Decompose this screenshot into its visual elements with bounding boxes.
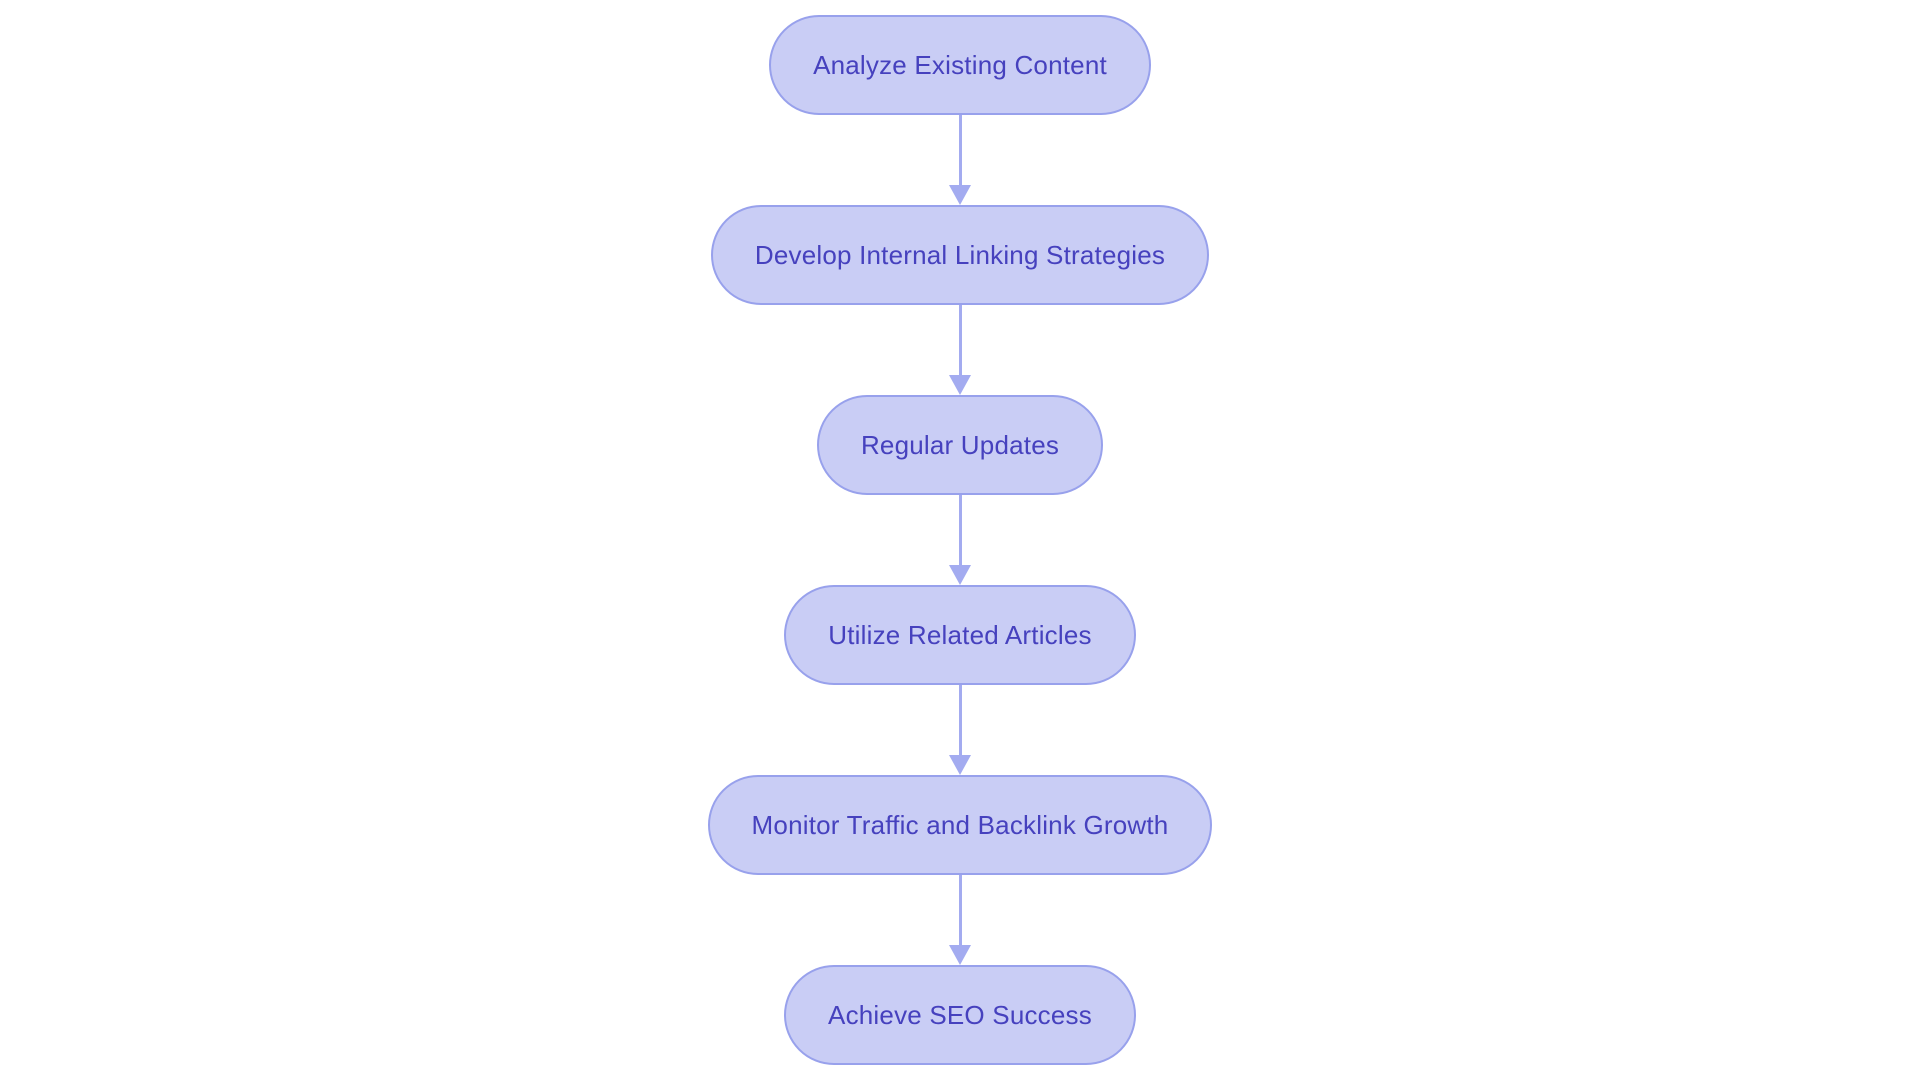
flow-node-label: Monitor Traffic and Backlink Growth <box>751 809 1169 840</box>
arrow-connector <box>948 685 972 775</box>
arrow-line <box>958 115 962 185</box>
arrow-connector <box>948 115 972 205</box>
arrow-line <box>958 685 962 755</box>
arrow-connector <box>948 495 972 585</box>
arrow-head-icon <box>949 755 971 775</box>
arrow-connector <box>948 305 972 395</box>
arrow-line <box>958 305 962 375</box>
arrow-connector <box>948 875 972 965</box>
arrow-line <box>958 875 962 945</box>
flow-node-label: Utilize Related Articles <box>828 619 1092 650</box>
flow-node-monitor-traffic-and-backlink-growth: Monitor Traffic and Backlink Growth <box>707 775 1213 875</box>
flow-node-label: Analyze Existing Content <box>813 49 1107 80</box>
flow-node-analyze-existing-content: Analyze Existing Content <box>769 15 1151 115</box>
flow-node-label: Regular Updates <box>860 429 1060 460</box>
flow-node-regular-updates: Regular Updates <box>816 395 1104 495</box>
arrow-line <box>958 495 962 565</box>
flow-node-label: Develop Internal Linking Strategies <box>754 239 1166 270</box>
arrow-head-icon <box>949 565 971 585</box>
arrow-head-icon <box>949 945 971 965</box>
arrow-head-icon <box>949 375 971 395</box>
arrow-head-icon <box>949 185 971 205</box>
flow-node-utilize-related-articles: Utilize Related Articles <box>784 585 1136 685</box>
flow-node-achieve-seo-success: Achieve SEO Success <box>784 965 1136 1065</box>
flow-node-label: Achieve SEO Success <box>828 999 1092 1030</box>
flow-node-develop-internal-linking-strategies: Develop Internal Linking Strategies <box>710 205 1210 305</box>
